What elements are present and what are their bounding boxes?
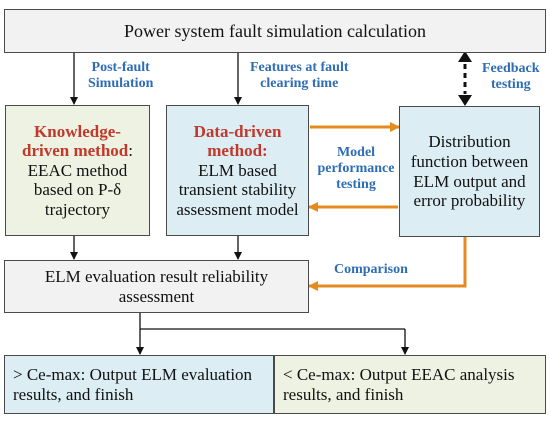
comparison-label: Comparison (334, 262, 408, 278)
data-driven-box: Data-driven method: ELM based transient … (166, 105, 309, 236)
post-fault-line1: Post-fault (91, 60, 150, 75)
distribution-line1: Distribution (428, 132, 511, 152)
knowledge-title-line2: driven method (22, 141, 129, 161)
knowledge-title-colon: : (128, 141, 133, 161)
output-eeac-line1: < Ce-max: Output EEAC analysis (283, 364, 515, 384)
features-label: Features at fault clearing time (250, 60, 349, 92)
post-fault-label: Post-fault Simulation (88, 60, 153, 92)
features-line2: clearing time (260, 76, 339, 92)
fault-simulation-title: Power system fault simulation calculatio… (124, 20, 426, 41)
output-eeac-line2: results, and finish (283, 384, 404, 404)
fault-simulation-box: Power system fault simulation calculatio… (4, 9, 546, 53)
reliability-assessment-box: ELM evaluation result reliability assess… (4, 260, 309, 313)
arrow-feedback-head-down (458, 95, 472, 106)
distribution-function-box: Distribution function between ELM output… (399, 106, 540, 237)
model-perf-line3: testing (336, 177, 376, 193)
output-elm-line1: > Ce-max: Output ELM evaluation (13, 364, 253, 384)
post-fault-line2: Simulation (88, 76, 154, 92)
feedback-label: Feedback testing (482, 61, 540, 93)
model-perf-line1: Model (336, 145, 376, 160)
features-line1: Features at fault (250, 60, 349, 75)
output-elm-line2: results, and finish (13, 384, 134, 404)
output-eeac-box: < Ce-max: Output EEAC analysis results, … (274, 355, 546, 414)
feedback-line1: Feedback (482, 61, 540, 76)
knowledge-line4: based on P-δ (33, 180, 122, 200)
distribution-line2: function between (410, 151, 529, 171)
knowledge-driven-box: Knowledge- driven method: EEAC method ba… (5, 105, 150, 236)
reliability-line2: assessment (118, 286, 195, 306)
reliability-line1: ELM evaluation result reliability (44, 266, 269, 286)
output-elm-box: > Ce-max: Output ELM evaluation results,… (4, 355, 274, 414)
distribution-line4: error probability (413, 191, 526, 211)
data-title-line2: method: (207, 141, 268, 161)
arrow-feedback-head-up (458, 51, 472, 62)
knowledge-line5: trajectory (44, 199, 111, 219)
knowledge-line3: EEAC method (27, 160, 128, 180)
data-line5: assessment model (176, 199, 299, 219)
data-line4: transient stability (178, 180, 297, 200)
data-line3: ELM based (198, 160, 277, 180)
knowledge-title-line1: Knowledge- (34, 121, 121, 141)
arrow-comparison (308, 237, 467, 291)
model-perf-line2: performance (317, 161, 395, 177)
distribution-line3: ELM output and (413, 171, 526, 191)
comparison-text: Comparison (334, 262, 408, 277)
model-performance-label: Model performance testing (315, 145, 397, 193)
data-title-line1: Data-driven (193, 121, 282, 141)
feedback-line2: testing (490, 77, 531, 93)
